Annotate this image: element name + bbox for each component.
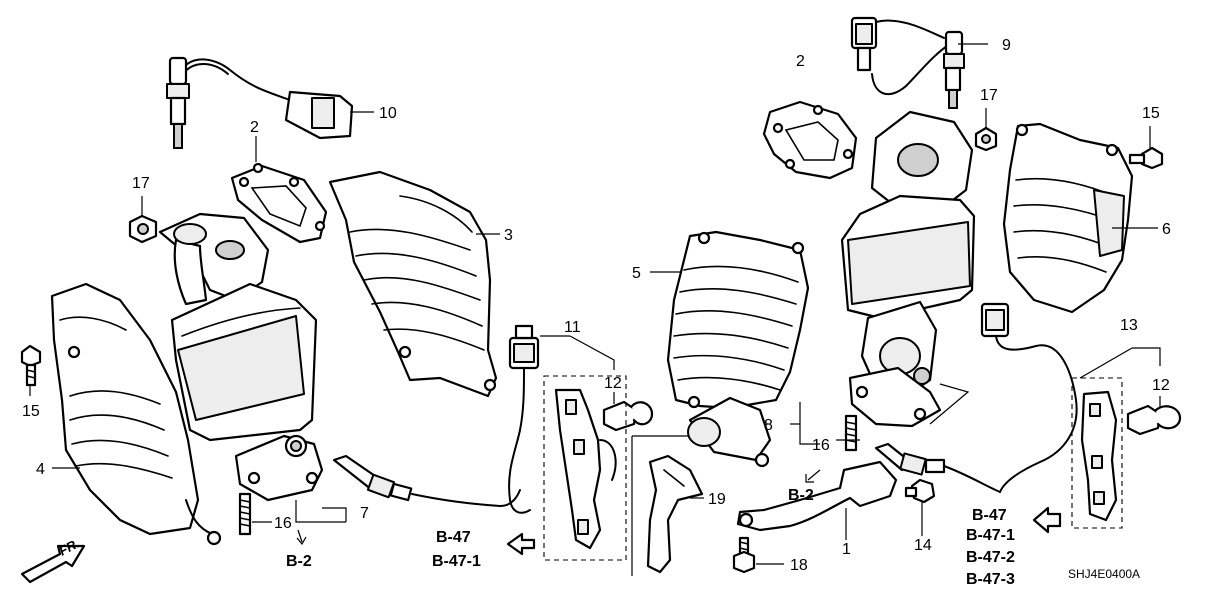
callout-14: 14 — [914, 537, 932, 554]
reference-labels: B-2 B-2 B-47 B-47-1 B-47 B-47-1 B-47-2 B… — [286, 487, 1015, 588]
ref-b47-left: B-47 — [436, 529, 471, 546]
nut-left — [128, 214, 158, 244]
callout-7: 7 — [360, 505, 369, 522]
nut-right — [974, 126, 998, 152]
ref-b47-3-right: B-47-3 — [966, 571, 1015, 588]
oxygen-sensor-left-lower — [332, 454, 521, 507]
callout-8: 8 — [764, 417, 773, 434]
heat-shield-lower-left — [50, 282, 222, 546]
clip-right — [1126, 404, 1182, 436]
ref-b47-1-left: B-47-1 — [432, 553, 481, 570]
callout-9: 9 — [1002, 37, 1011, 54]
front-direction-arrow: FR. — [20, 536, 86, 584]
leader-lines — [29, 43, 1161, 565]
ref-b2-left: B-2 — [286, 553, 312, 570]
callout-4: 4 — [36, 461, 45, 478]
callout-6: 6 — [1162, 221, 1171, 238]
bolt-left — [20, 344, 42, 387]
oxygen-sensor-right-lower — [874, 442, 1001, 493]
callout-10: 10 — [379, 105, 397, 122]
callout-2-right: 2 — [796, 53, 805, 70]
callout-2-left: 2 — [250, 119, 259, 136]
diagram-code: SHJ4E0400A — [1068, 567, 1140, 581]
callout-13: 13 — [1120, 317, 1138, 334]
ref-b47-2-right: B-47-2 — [966, 549, 1015, 566]
reference-arrow-left — [506, 532, 536, 556]
stud-bolt-left — [238, 492, 252, 536]
heat-shield-upper-left — [328, 170, 498, 398]
reference-arrow-right — [1032, 506, 1062, 534]
callout-3: 3 — [504, 227, 513, 244]
bracket-detail-box-left — [543, 375, 627, 561]
exhaust-pipe-stay — [736, 460, 898, 532]
ref-b47-right: B-47 — [972, 507, 1007, 524]
sensor-harness-connector — [508, 324, 540, 514]
callout-19: 19 — [708, 491, 726, 508]
ref-b2-mid: B-2 — [788, 487, 814, 504]
callout-17-left: 17 — [132, 175, 150, 192]
oxygen-sensor-right-upper — [850, 16, 965, 109]
b2-arrow-mid — [805, 469, 821, 483]
callout-16-right: 16 — [812, 437, 830, 454]
ref-b47-1-right: B-47-1 — [966, 527, 1015, 544]
oxygen-sensor-left-upper — [166, 56, 354, 149]
callout-15-right: 15 — [1142, 105, 1160, 122]
bolt-right — [1128, 146, 1164, 170]
callout-15-left: 15 — [22, 403, 40, 420]
b2-arrow-left — [296, 529, 307, 546]
sensor-harness-connector-right — [980, 302, 1078, 493]
gasket-right — [762, 100, 858, 180]
callout-12-left: 12 — [604, 375, 622, 392]
heat-shield-right — [1002, 122, 1134, 314]
callout-5: 5 — [632, 265, 641, 282]
stud-bolt-right — [844, 414, 858, 452]
callout-1: 1 — [842, 541, 851, 558]
callout-17-right: 17 — [980, 87, 998, 104]
callout-18: 18 — [790, 557, 808, 574]
bolt-14 — [904, 478, 936, 504]
bracket-detail-box-right — [1071, 377, 1123, 529]
exhaust-pipe-center — [687, 396, 772, 468]
exhaust-manifold-left — [158, 212, 324, 502]
heat-shield-center — [666, 230, 810, 410]
exhaust-manifold-right — [840, 110, 976, 428]
exhaust-bracket — [646, 454, 704, 574]
callout-labels: 10 2 17 3 4 15 16 7 11 12 5 2 9 17 15 6 … — [22, 37, 1171, 574]
callout-11: 11 — [564, 319, 581, 336]
callout-12-right: 12 — [1152, 377, 1170, 394]
callout-16-left: 16 — [274, 515, 292, 532]
clip-left — [602, 400, 654, 432]
bolt-18 — [732, 536, 756, 574]
gasket-left — [230, 162, 328, 244]
